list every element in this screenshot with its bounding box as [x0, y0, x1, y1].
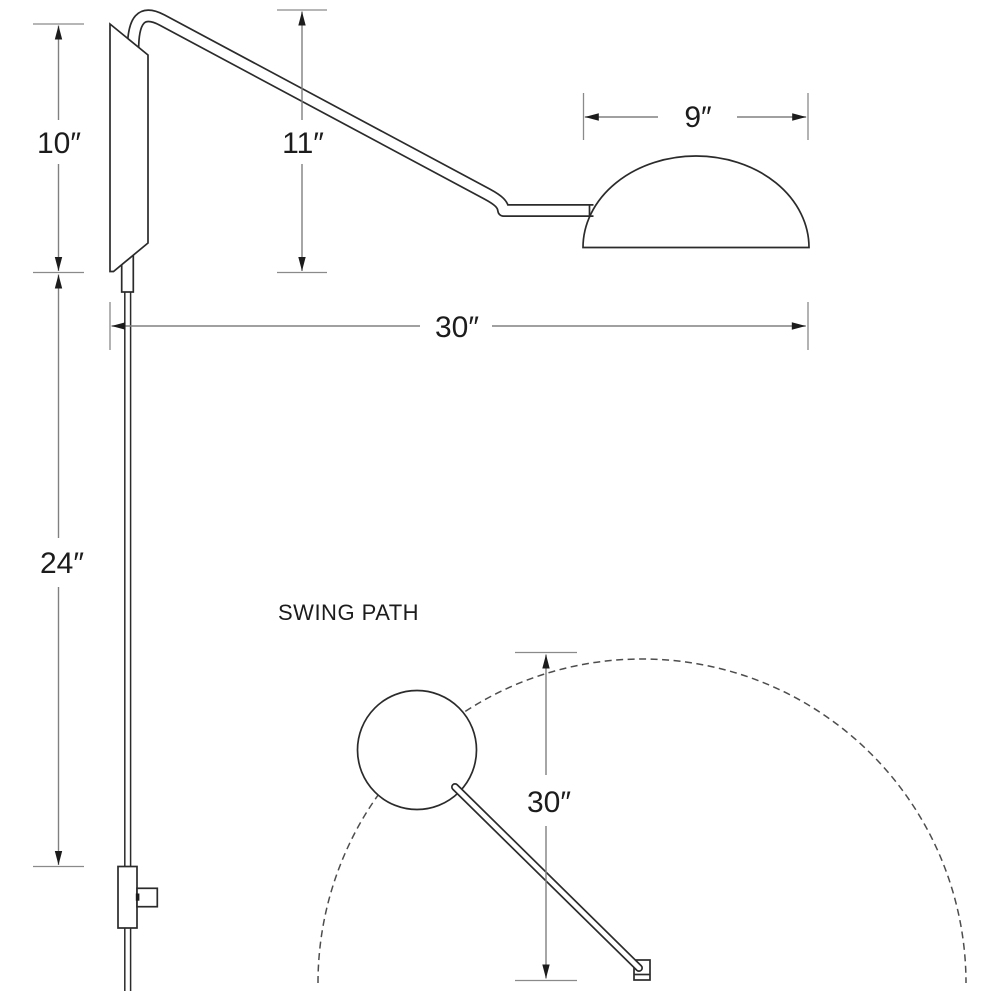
dimension-arm-drop: 11″ — [277, 9, 327, 274]
dimension-label-mount-height: 10″ — [37, 127, 81, 160]
dimension-label-arm-drop: 11″ — [282, 127, 324, 160]
dimension-label-cord-length: 24″ — [40, 547, 84, 580]
dimension-reach: 30″ — [109, 302, 809, 350]
swing-path-diagram — [317, 658, 967, 984]
dimension-swing-radius: 30″ — [515, 651, 577, 982]
dimension-mount-height: 10″ — [33, 23, 84, 274]
switch-knob — [136, 887, 159, 908]
dimension-cord-length: 24″ — [33, 274, 84, 868]
swing-arm-top-view — [451, 783, 643, 972]
dimension-label-swing-radius: 30″ — [527, 786, 571, 819]
lamp-arm — [126, 9, 594, 217]
swing-path-caption: SWING PATH — [278, 600, 419, 625]
swing-arc — [317, 658, 967, 984]
switch-box — [117, 865, 159, 929]
dimension-shade-width: 9″ — [582, 93, 809, 140]
dimension-label-shade-width: 9″ — [684, 101, 712, 134]
lamp-head-top-view — [356, 689, 478, 811]
dimension-label-reach: 30″ — [435, 311, 479, 344]
lamp-shade — [582, 155, 810, 249]
wall-plate — [109, 22, 149, 273]
